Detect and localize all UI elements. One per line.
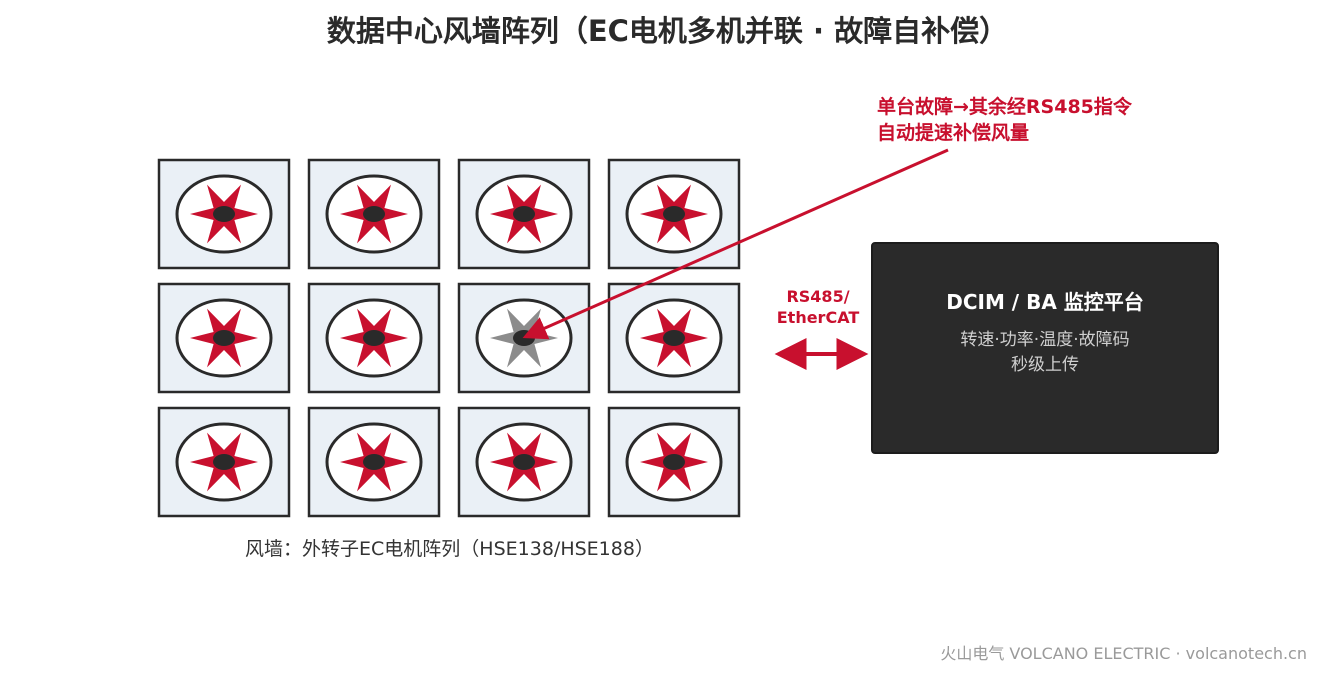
fan-array-caption: 风墙：外转子EC电机阵列（HSE138/HSE188） xyxy=(245,538,654,560)
fault-annotation-line: 自动提速补偿风量 xyxy=(877,122,1030,144)
platform-description-line: 转速·功率·温度·故障码 xyxy=(960,330,1130,350)
fan-array xyxy=(157,158,741,518)
fault-annotation-line: 单台故障→其余经RS485指令 xyxy=(877,96,1132,118)
motor-hub xyxy=(363,206,385,222)
footer-credit: 火山电气 VOLCANO ELECTRIC · volcanotech.cn xyxy=(940,644,1307,663)
fan-unit xyxy=(307,282,441,394)
motor-hub xyxy=(363,330,385,346)
fault-annotation-leader xyxy=(522,148,949,340)
motor-hub xyxy=(663,206,685,222)
fan-unit xyxy=(457,406,591,518)
motor-hub xyxy=(513,454,535,470)
fan-unit xyxy=(157,406,291,518)
platform-title: DCIM / BA 监控平台 xyxy=(946,290,1144,314)
fan-unit xyxy=(157,282,291,394)
fan-unit xyxy=(607,158,741,270)
fault-annotation: 单台故障→其余经RS485指令 自动提速补偿风量 xyxy=(877,94,1132,146)
page-title: 数据中心风墙阵列（EC电机多机并联 · 故障自补偿） xyxy=(326,14,1009,48)
comm-link-label-line: EtherCAT xyxy=(776,308,860,327)
fan-unit-faulty xyxy=(457,282,591,394)
platform-description: 转速·功率·温度·故障码 秒级上传 xyxy=(873,328,1217,378)
motor-hub xyxy=(213,206,235,222)
fan-unit xyxy=(157,158,291,270)
dcim-platform-box: DCIM / BA 监控平台 转速·功率·温度·故障码 秒级上传 xyxy=(871,242,1219,454)
comm-link-label: RS485/ EtherCAT xyxy=(768,286,868,328)
motor-hub xyxy=(663,454,685,470)
motor-hub xyxy=(663,330,685,346)
fan-unit xyxy=(457,158,591,270)
platform-description-line: 秒级上传 xyxy=(1011,355,1079,375)
comm-link-label-line: RS485/ xyxy=(786,287,850,306)
fan-unit xyxy=(607,282,741,394)
motor-hub xyxy=(213,330,235,346)
motor-hub xyxy=(513,206,535,222)
fan-unit xyxy=(307,406,441,518)
motor-hub xyxy=(363,454,385,470)
fan-unit xyxy=(607,406,741,518)
fan-unit xyxy=(307,158,441,270)
motor-hub xyxy=(213,454,235,470)
